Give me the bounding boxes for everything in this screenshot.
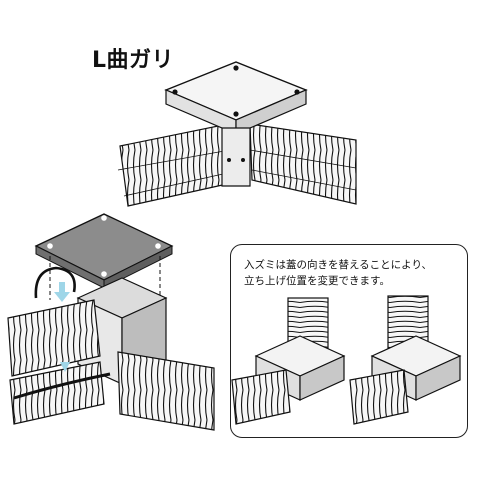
down-arrow-icon: [54, 282, 70, 302]
guide-lines: [49, 256, 161, 330]
left-conduit: [117, 123, 237, 207]
inset-variant-1: [231, 297, 346, 425]
diagram-title: L曲ガリ: [92, 48, 175, 73]
lid: [34, 213, 174, 289]
long-conduit: [7, 299, 111, 425]
side-arrow-icon: [60, 362, 70, 372]
junction-box: [164, 61, 308, 187]
note-text: 入ズミは蓋の向きを替えることにより、 立ち上げ位置を変更できます。: [244, 257, 464, 289]
l-bend-illustration: [117, 61, 357, 207]
exploded-assembly-illustration: [7, 213, 215, 431]
note-box: [230, 244, 468, 438]
note-line-2: 立ち上げ位置を変更できます。: [244, 275, 390, 287]
right-conduit: [249, 123, 357, 205]
inset-variant-2: [349, 295, 462, 425]
right-conduit-lower: [117, 351, 215, 431]
wire-hook: [34, 266, 76, 299]
note-line-1: 入ズミは蓋の向きを替えることにより、: [244, 259, 433, 271]
